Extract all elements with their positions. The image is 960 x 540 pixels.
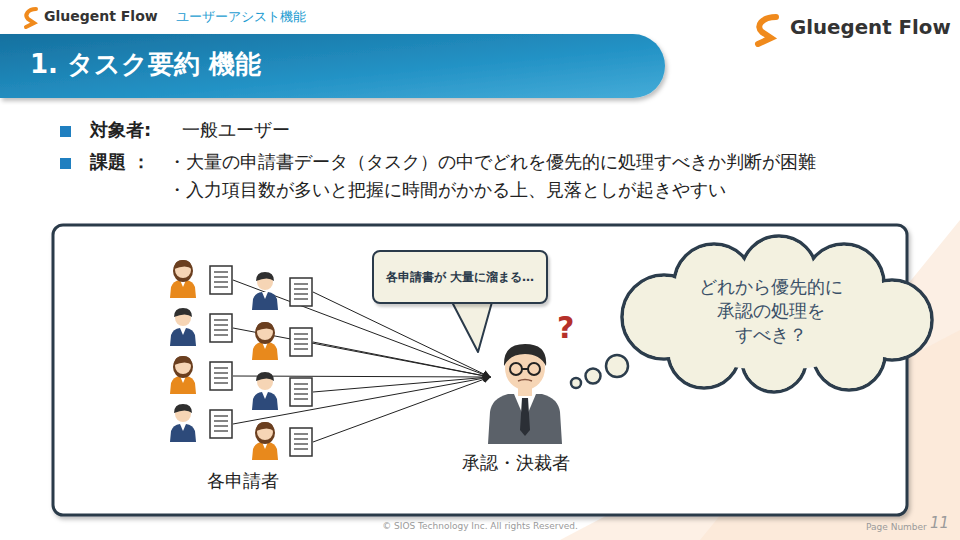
person-body [252, 392, 278, 410]
applicant-person [252, 322, 278, 360]
person-collar [262, 392, 268, 399]
bullet-square [60, 126, 71, 137]
text-label: Gluegent Flow [44, 8, 158, 26]
applicant-person [252, 272, 278, 310]
thought-cloud: どれから優先的に 承認の処理を すべき？ [604, 232, 938, 394]
document-icon [290, 428, 312, 456]
person-hair [174, 404, 192, 413]
document-icon [210, 314, 232, 342]
submit-arrow [313, 377, 490, 392]
text-label: 11 [930, 514, 949, 533]
text-label: ? [557, 309, 574, 347]
person-hair [256, 322, 274, 331]
person-hair [173, 260, 193, 282]
person-hair [256, 422, 274, 431]
text-label: 対象者: [90, 119, 151, 142]
text-label: ・大量の申請書データ（タスク）の中でどれを優先的に処理すべきか判断が困難 [168, 151, 816, 174]
text-label: ユーザーアシスト機能 [176, 9, 306, 25]
person-body [170, 424, 196, 442]
speech-bubble: 各申請書が 大量に溜まる… [372, 250, 548, 304]
document-icon [290, 378, 312, 406]
approver-figure [488, 344, 562, 444]
node-text: どれから優先的に 承認の処理を すべき？ [691, 275, 851, 348]
thought-dot [571, 378, 581, 388]
person-collar [180, 328, 186, 335]
bubble-tail [452, 302, 492, 352]
applicant-person [170, 356, 196, 394]
document-icon [290, 278, 312, 306]
text-label: 各申請者 [207, 470, 279, 493]
person-hair [174, 308, 192, 317]
text-label: ・入力項目数が多いと把握に時間がかかる上、見落としが起きやすい [168, 179, 726, 202]
document-icon [210, 410, 232, 438]
applicant-person [252, 422, 278, 460]
person-collar [180, 424, 186, 431]
person-body [170, 280, 196, 298]
person-body [170, 328, 196, 346]
applicant-person [170, 260, 196, 298]
person-hair [256, 272, 274, 281]
document-icon [210, 266, 232, 294]
submit-arrow [313, 377, 490, 442]
slide-title: 1. タスク要約 機能 [30, 48, 261, 81]
person-hair [174, 260, 192, 269]
person-hair [255, 322, 275, 344]
person-hair [173, 356, 193, 378]
thought-dot [606, 355, 628, 377]
person-collar [262, 292, 268, 299]
submit-arrow [313, 342, 490, 377]
document-icon [290, 328, 312, 356]
person-body [252, 342, 278, 360]
person-body [170, 376, 196, 394]
person-hair [255, 422, 275, 444]
text-label: Gluegent Flow [790, 16, 951, 41]
document-icon [210, 362, 232, 390]
applicant-person [170, 404, 196, 442]
person-body [252, 442, 278, 460]
bullet-square [60, 158, 71, 169]
thought-dot [586, 369, 601, 384]
text-label: © SIOS Technology Inc. All rights Reserv… [382, 521, 578, 532]
person-hair [174, 356, 192, 365]
applicant-person [170, 308, 196, 346]
logo-icon [758, 17, 776, 44]
logo-icon [26, 9, 36, 27]
text-label: 課題 ： [90, 151, 150, 174]
applicant-person [252, 372, 278, 410]
person-body [252, 292, 278, 310]
node-text: 各申請書が 大量に溜まる… [386, 269, 534, 285]
text-label: 承認・決裁者 [462, 452, 570, 475]
text-label: Page Number [866, 522, 927, 533]
submit-arrow [313, 292, 490, 377]
title-band [0, 34, 665, 98]
diagram-frame [53, 225, 907, 515]
person-hair [256, 372, 274, 381]
text-label: 一般ユーザー [182, 119, 290, 142]
